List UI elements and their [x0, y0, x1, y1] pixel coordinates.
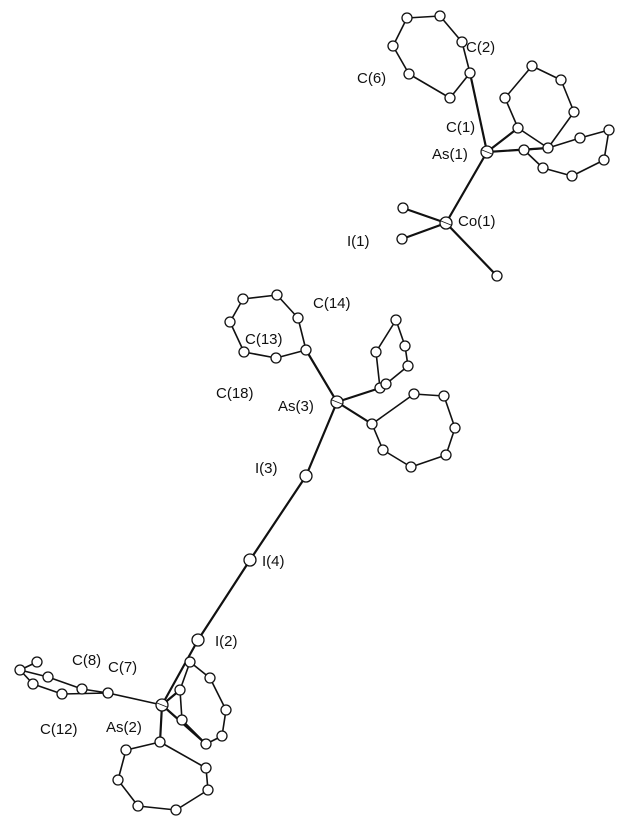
atom-carbon	[200, 738, 212, 750]
atom-carbon	[598, 154, 610, 166]
atom-carbon	[377, 444, 389, 456]
atom-carbon	[440, 449, 452, 461]
label-i2: I(2)	[215, 633, 238, 650]
atom-c8	[76, 683, 88, 695]
atom-carbon	[270, 352, 282, 364]
atom-carbon	[370, 346, 382, 358]
atom-i1	[396, 233, 408, 245]
atom-carbon	[526, 60, 538, 72]
atom-c14	[292, 312, 304, 324]
atom-c6	[403, 68, 415, 80]
atom-carbon	[120, 744, 132, 756]
atom-shading	[481, 149, 493, 155]
label-as1: As(1)	[432, 146, 468, 163]
atom-c13	[300, 344, 312, 356]
label-c13: C(13)	[245, 331, 283, 348]
atom-shading	[331, 399, 343, 405]
label-as3: As(3)	[278, 398, 314, 415]
atoms	[14, 10, 615, 816]
atom-carbon	[518, 144, 530, 156]
atom-c7	[102, 687, 114, 699]
atom-carbon	[27, 678, 39, 690]
atom-carbon	[220, 704, 232, 716]
atom-carbon	[237, 293, 249, 305]
atom-shading	[156, 702, 168, 708]
atom-c12	[56, 688, 68, 700]
atom-c18	[238, 346, 250, 358]
atom-carbon	[216, 730, 228, 742]
label-c18: C(18)	[216, 385, 254, 402]
atom-carbon	[566, 170, 578, 182]
label-c12: C(12)	[40, 721, 78, 738]
atom-carbon	[542, 142, 554, 154]
atom-carbon	[366, 418, 378, 430]
atom-i3	[299, 469, 313, 483]
atom-iodine	[491, 270, 503, 282]
atom-carbon	[112, 774, 124, 786]
atom-carbon	[390, 314, 402, 326]
atom-c2	[464, 67, 476, 79]
atom-carbon	[537, 162, 549, 174]
atom-carbon	[449, 422, 461, 434]
atom-carbon	[176, 714, 188, 726]
atom-iodine	[397, 202, 409, 214]
atom-carbon	[402, 360, 414, 372]
atom-carbon	[399, 340, 411, 352]
atom-carbon	[42, 671, 54, 683]
atom-labels: C(2) C(6) C(1) As(1) Co(1) I(1) C(14) C(…	[40, 39, 496, 738]
atom-carbon	[200, 762, 212, 774]
atom-carbon	[568, 106, 580, 118]
atom-carbon	[132, 800, 144, 812]
label-c2: C(2)	[466, 39, 495, 56]
atom-carbon	[405, 461, 417, 473]
atom-carbon	[224, 316, 236, 328]
label-c14: C(14)	[313, 295, 351, 312]
label-c6: C(6)	[357, 70, 386, 87]
atom-carbon	[499, 92, 511, 104]
atom-carbon	[202, 784, 214, 796]
label-c8: C(8)	[72, 652, 101, 669]
atom-i2	[191, 633, 205, 647]
label-i3: I(3)	[255, 460, 278, 477]
atom-carbon	[574, 132, 586, 144]
atom-carbon	[434, 10, 446, 22]
atom-i4	[243, 553, 257, 567]
atom-c1	[444, 92, 456, 104]
atom-carbon	[555, 74, 567, 86]
atom-carbon	[456, 36, 468, 48]
atom-carbon	[184, 656, 196, 668]
atom-carbon	[204, 672, 216, 684]
atom-carbon	[380, 378, 392, 390]
label-c1: C(1)	[446, 119, 475, 136]
atom-carbon	[154, 736, 166, 748]
atom-carbon	[438, 390, 450, 402]
atom-carbon	[408, 388, 420, 400]
label-as2: As(2)	[106, 719, 142, 736]
atom-carbon	[14, 664, 26, 676]
atom-carbon	[170, 804, 182, 816]
atom-carbon	[174, 684, 186, 696]
atom-carbon	[387, 40, 399, 52]
label-i4: I(4)	[262, 553, 285, 570]
atom-carbon	[271, 289, 283, 301]
atom-carbon	[603, 124, 615, 136]
atom-carbon	[31, 656, 43, 668]
label-co1: Co(1)	[458, 213, 496, 230]
atom-carbon	[401, 12, 413, 24]
label-i1: I(1)	[347, 233, 370, 250]
atom-shading	[440, 220, 452, 226]
atom-carbon	[512, 122, 524, 134]
label-c7: C(7)	[108, 659, 137, 676]
